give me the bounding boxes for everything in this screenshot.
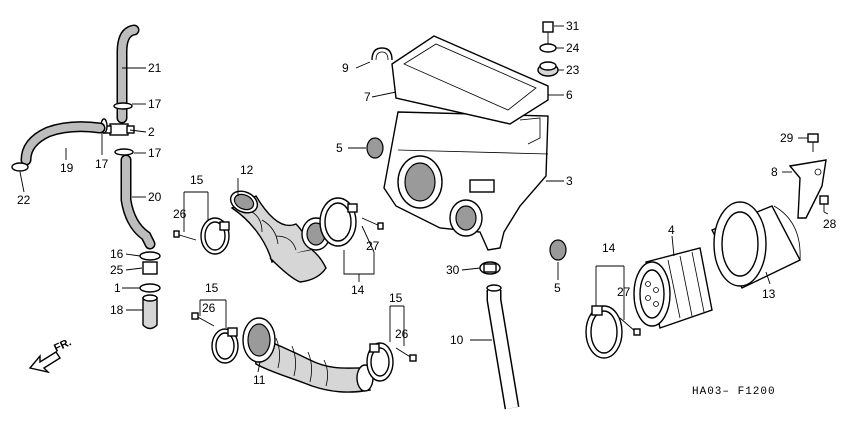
callout-25: 25: [110, 263, 124, 277]
callout-10: 10: [450, 333, 464, 347]
callout-13: 13: [762, 287, 776, 301]
callout-18: 18: [110, 303, 124, 317]
front-direction-arrow: FR.: [28, 336, 73, 374]
callout-15: 15: [389, 291, 403, 305]
joint-parts-16-25-1-18: [139, 251, 161, 330]
callout-1: 1: [114, 281, 121, 295]
air-cleaner-case-3: [383, 111, 549, 251]
joint-2: [103, 123, 135, 136]
clamp-band-15-lower-left: [191, 312, 239, 364]
callout-2: 2: [148, 125, 155, 139]
leader-lines: [19, 25, 829, 373]
callout-24: 24: [566, 41, 580, 55]
callout-26: 26: [202, 301, 216, 315]
callout-23: 23: [566, 63, 580, 77]
clamp-band-14-upper: [319, 197, 384, 247]
clip-9: [371, 47, 393, 61]
grommet-5: [366, 137, 567, 261]
callout-15: 15: [190, 173, 204, 187]
callout-20: 20: [148, 190, 162, 204]
callout-16: 16: [110, 247, 124, 261]
clip-30: [479, 261, 501, 275]
callout-6: 6: [566, 88, 573, 102]
callout-4: 4: [668, 223, 675, 237]
drawing-code: HA03– F1200: [692, 386, 776, 398]
air-cleaner-element-4: [633, 247, 713, 329]
breather-tube-20: [120, 154, 156, 250]
breather-tube-19: [20, 121, 106, 166]
callout-30: 30: [446, 263, 460, 277]
callout-22: 22: [17, 193, 31, 207]
callout-29: 29: [780, 131, 794, 145]
callout-19: 19: [60, 161, 74, 175]
callout-14: 14: [602, 241, 616, 255]
callout-labels: 21 17 2 19 17 17 22 20 16 25 1 18 15 26 …: [17, 19, 837, 387]
callout-14: 14: [351, 283, 365, 297]
callout-26: 26: [173, 207, 187, 221]
callout-26: 26: [395, 327, 409, 341]
drain-tube-10: [486, 284, 520, 410]
callout-21: 21: [148, 61, 162, 75]
callout-5: 5: [336, 141, 343, 155]
clamp-band-14-lower: [585, 305, 641, 359]
callout-17: 17: [148, 146, 162, 160]
clip-22: [11, 162, 29, 172]
front-direction-label: FR.: [52, 336, 73, 354]
breather-tube-21: [116, 24, 140, 124]
clamp-band-15-lower-right: [366, 342, 417, 382]
callout-27: 27: [617, 285, 631, 299]
connecting-tube-11: [242, 317, 374, 393]
bolt-31-collar-24-grommet-23: [537, 21, 559, 77]
filter-cover-13: [711, 201, 801, 289]
callout-12: 12: [240, 163, 254, 177]
callout-9: 9: [342, 61, 349, 75]
callout-3: 3: [566, 174, 573, 188]
callout-15: 15: [205, 281, 219, 295]
callout-17: 17: [95, 157, 109, 171]
stay-8: [788, 159, 827, 219]
callout-27: 27: [366, 239, 380, 253]
callout-28: 28: [823, 217, 837, 231]
callout-11: 11: [253, 373, 266, 387]
callout-31: 31: [566, 19, 580, 33]
callout-8: 8: [771, 165, 778, 179]
clamp-band-15-upper: [173, 217, 230, 255]
connecting-tube-12: [229, 190, 331, 283]
callout-17: 17: [148, 97, 162, 111]
callout-5: 5: [554, 281, 561, 295]
callout-7: 7: [364, 90, 371, 104]
air-cleaner-cover-6: [391, 35, 549, 125]
